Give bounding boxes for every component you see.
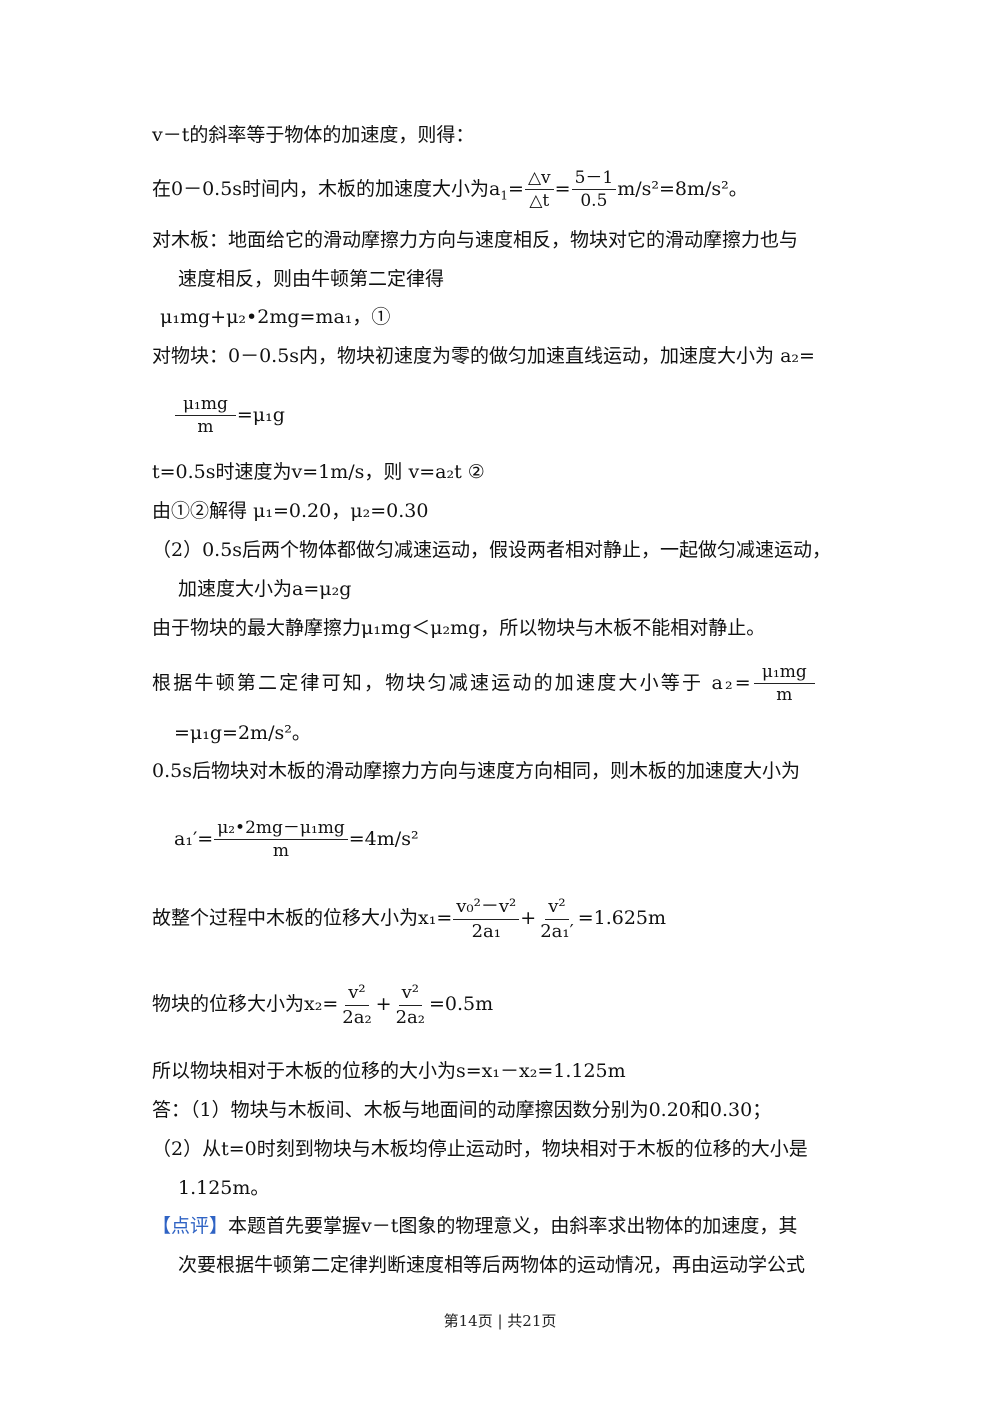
answer-line-1: 答：（1）物块与木板间、木板与地面间的动摩擦因数分别为0.20和0.30；	[152, 1099, 772, 1121]
text-line: v－t的斜率等于物体的加速度，则得：	[152, 124, 475, 146]
equation-2: t=0.5s时速度为v=1m/s，则 v=a₂t ②	[152, 461, 485, 483]
text-line: （2）0.5s后两个物体都做匀减速运动，假设两者相对静止，一起做匀减速运动，	[152, 539, 832, 561]
fraction: △v△t	[524, 168, 554, 212]
text-line: 对木板：地面给它的滑动摩擦力方向与速度相反，物块对它的滑动摩擦力也与	[152, 229, 799, 251]
text-line: 速度相反，则由牛顿第二定律得	[178, 268, 445, 290]
text-line: 所以物块相对于木板的位移的大小为s=x₁－x₂=1.125m	[152, 1060, 626, 1082]
answer-line-2: （2）从t=0时刻到物块与木板均停止运动时，物块相对于木板的位移的大小是	[152, 1138, 808, 1160]
text-line: 次要根据牛顿第二定律判断速度相等后两物体的运动情况，再由运动学公式	[178, 1254, 806, 1276]
page-footer: 第14页 | 共21页	[443, 1312, 557, 1330]
text-line: =μ₁g=2m/s²。	[174, 722, 311, 744]
text-line: 由于物块的最大静摩擦力μ₁mg＜μ₂mg，所以物块与木板不能相对静止。	[152, 617, 766, 639]
text-line: 加速度大小为a=μ₂g	[178, 578, 352, 600]
comment-line: 【点评】本题首先要掌握v－t图象的物理意义，由斜率求出物体的加速度，其	[152, 1215, 798, 1237]
comment-tag: 【点评】	[152, 1215, 229, 1237]
text-line: 由①②解得 μ₁=0.20，μ₂=0.30	[152, 500, 429, 522]
equation-1: μ₁mg+μ₂•2mg=ma₁，①	[160, 306, 391, 328]
text-line: 1.125m。	[178, 1177, 270, 1199]
text-line: 对物块：0－0.5s内，物块初速度为零的做匀加速直线运动，加速度大小为 a₂=	[152, 345, 815, 367]
text-line: 0.5s后物块对木板的滑动摩擦力方向与速度方向相同，则木板的加速度大小为	[152, 760, 800, 782]
